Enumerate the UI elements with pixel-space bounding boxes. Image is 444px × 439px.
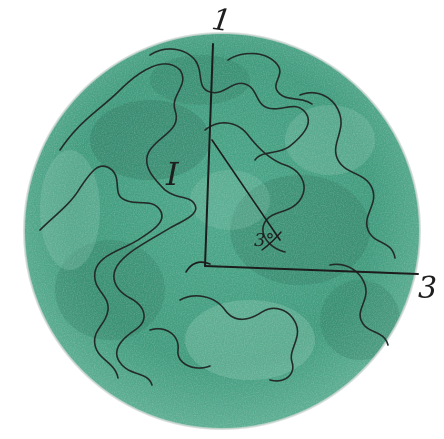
axis-3-label: 3 — [418, 271, 437, 306]
region-label: I — [165, 155, 180, 193]
angle-label: 3° — [254, 230, 274, 251]
